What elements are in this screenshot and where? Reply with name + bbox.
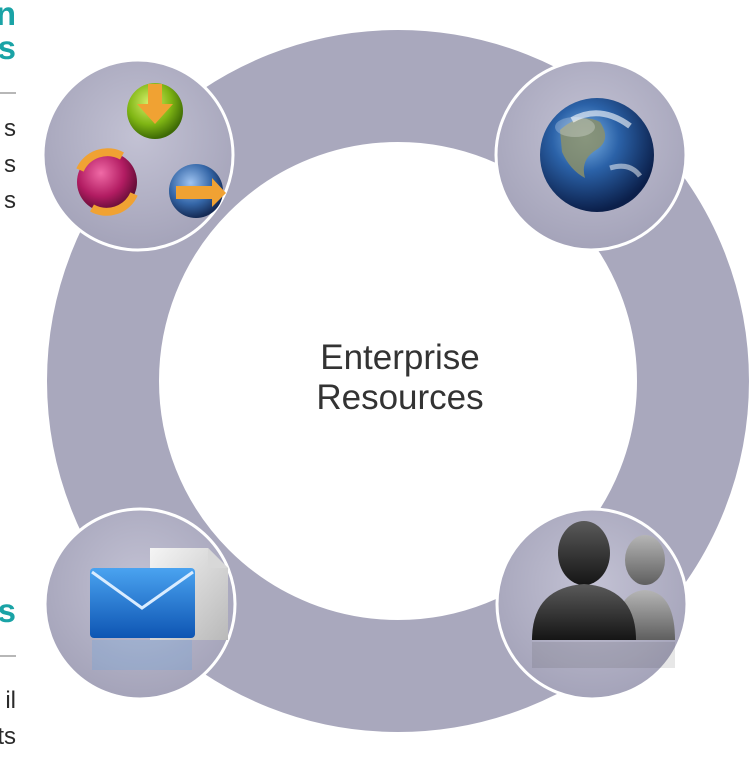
bottom-heading-divider [0,655,16,657]
center-label-line2: Resources [316,378,484,417]
bottom-heading-fragment: s [0,592,16,629]
node-bottom-right [495,507,689,701]
outer-ring [47,30,749,732]
center-label: Enterprise Resources [260,338,540,418]
top-heading-divider [0,92,16,94]
node-top-right [494,58,688,252]
node-top-left [41,58,235,252]
center-label-line1: Enterprise [320,338,480,377]
top-heading-fragment-2: s [0,29,16,66]
top-body-fragment-1: s [4,115,16,142]
top-body-fragment-3: s [4,187,16,214]
email-icon [90,568,195,670]
users-icon [532,521,675,668]
bottom-body-fragment-1: il [5,687,16,714]
transfer-icon [169,164,226,218]
top-heading-fragment-1: n [0,0,16,32]
download-icon [127,83,183,139]
sync-icon [76,148,138,216]
top-body-fragment-2: s [4,151,16,178]
globe-icon [540,98,654,212]
node-bottom-left [43,507,237,701]
bottom-body-fragment-2: ts [0,723,16,750]
